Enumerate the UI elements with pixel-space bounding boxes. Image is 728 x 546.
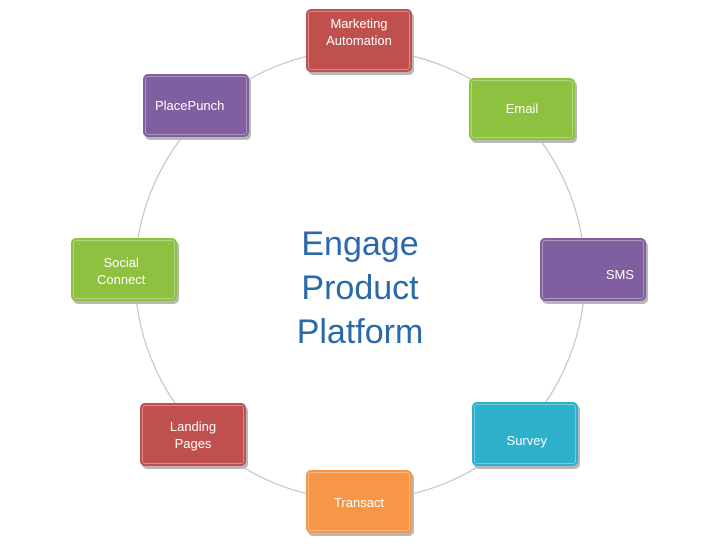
node-label: Transact xyxy=(333,495,385,510)
node-transact: Transact xyxy=(306,470,412,533)
node-label: SMS xyxy=(605,267,634,282)
node-label: Landing Pages xyxy=(169,419,217,451)
node-label: Email xyxy=(505,101,539,116)
center-line: Engage xyxy=(301,225,419,263)
center-line: Product xyxy=(301,269,419,307)
node-sms: SMS xyxy=(540,238,646,301)
center-line: Platform xyxy=(296,313,424,351)
node-label: Survey xyxy=(506,433,547,448)
center-title: Engage Product Platform xyxy=(280,222,440,354)
node-label: Marketing Automation xyxy=(326,16,392,48)
node-email: Email xyxy=(469,78,575,140)
node-marketing-automation: Marketing Automation xyxy=(306,9,412,72)
node-survey: Survey xyxy=(472,402,578,466)
node-placepunch: PlacePunch xyxy=(143,74,249,137)
node-label: Social Connect xyxy=(97,255,146,287)
node-landing-pages: Landing Pages xyxy=(140,403,246,466)
node-social-connect: Social Connect xyxy=(71,238,177,301)
node-label: PlacePunch xyxy=(155,98,225,113)
